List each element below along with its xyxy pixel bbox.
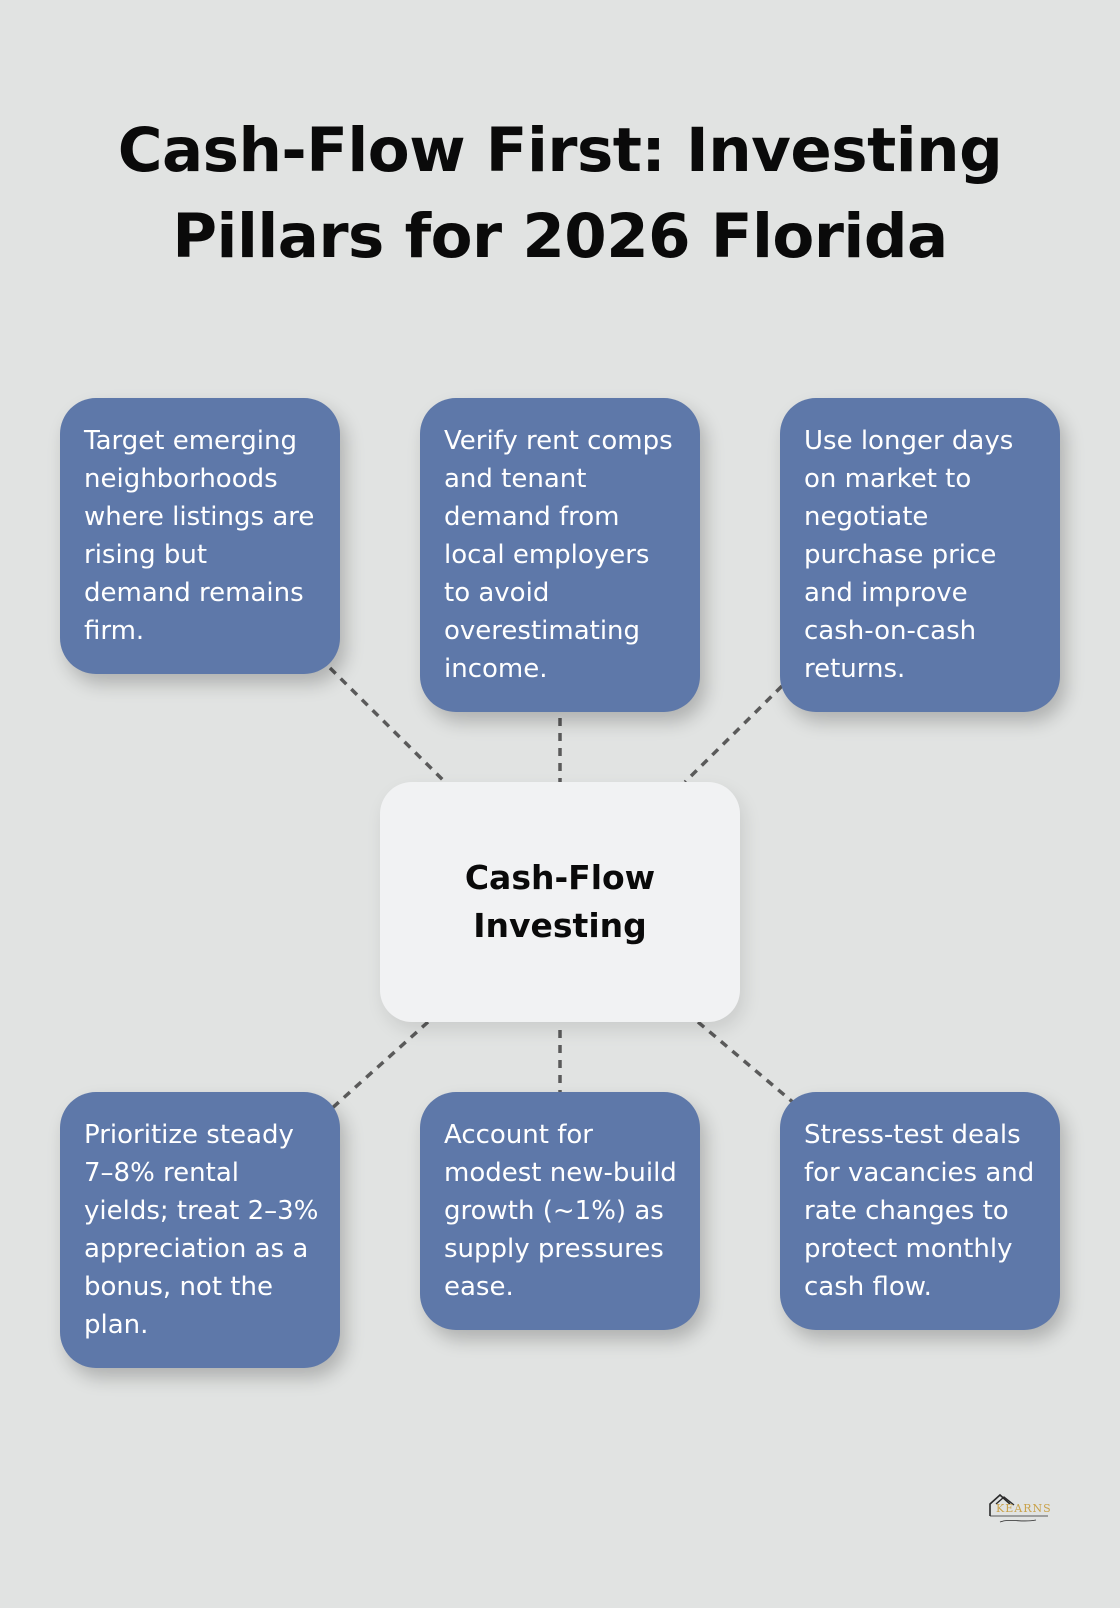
pillar-card-target-neighborhoods: Target emerging neighborhoods where list… xyxy=(60,398,340,674)
center-node: Cash-Flow Investing xyxy=(380,782,740,1022)
house-logo-icon xyxy=(989,1493,1048,1523)
pillar-text: Stress-test deals for vacancies and rate… xyxy=(804,1120,1035,1302)
brand-logo: KEARNS xyxy=(986,1490,1052,1526)
logo-wordmark: KEARNS xyxy=(996,1502,1052,1515)
pillar-text: Prioritize steady 7–8% rental yields; tr… xyxy=(84,1120,319,1340)
pillar-card-new-build-growth: Account for modest new-build growth (~1%… xyxy=(420,1092,700,1330)
pillar-text: Account for modest new-build growth (~1%… xyxy=(444,1120,677,1302)
page-title: Cash-Flow First: Investing Pillars for 2… xyxy=(117,115,1003,272)
pillar-card-stress-test: Stress-test deals for vacancies and rate… xyxy=(780,1092,1060,1330)
connector-bottom-left xyxy=(328,1020,430,1112)
connector-bottom-right xyxy=(696,1020,797,1106)
pillar-card-verify-rent: Verify rent comps and tenant demand from… xyxy=(420,398,700,712)
pillar-card-rental-yields: Prioritize steady 7–8% rental yields; tr… xyxy=(60,1092,340,1368)
center-label: Cash-Flow Investing xyxy=(464,858,656,945)
pillar-text: Target emerging neighborhoods where list… xyxy=(84,426,315,646)
pillar-text: Use longer days on market to negotiate p… xyxy=(804,426,1014,684)
connector-top-right xyxy=(683,684,784,784)
connector-top-left xyxy=(328,666,447,784)
pillar-card-negotiate-price: Use longer days on market to negotiate p… xyxy=(780,398,1060,712)
pillar-text: Verify rent comps and tenant demand from… xyxy=(444,426,673,684)
